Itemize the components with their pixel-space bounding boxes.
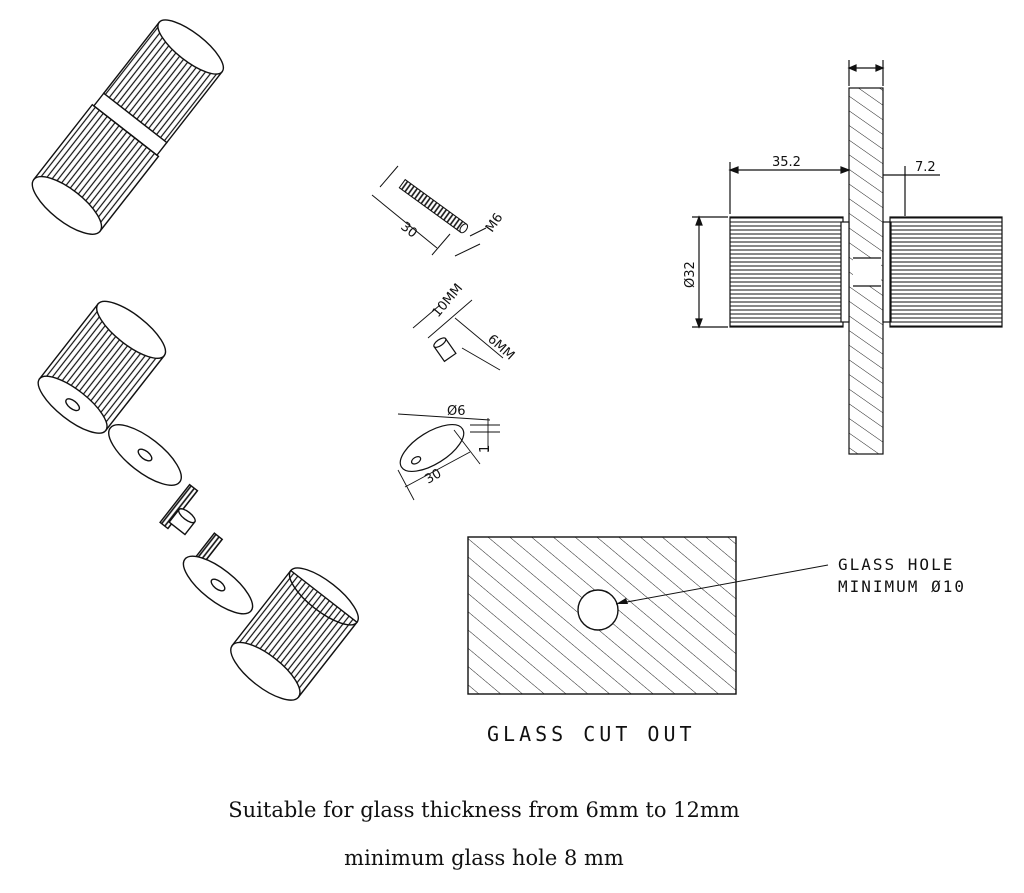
assembled-knob-isometric xyxy=(31,19,225,235)
washer-diameter-label: 30 xyxy=(423,466,445,487)
spacer-diameter-label: 6MM xyxy=(484,332,517,364)
screw-thread-label: M6 xyxy=(483,211,506,236)
glass-cutout-title: GLASS CUT OUT xyxy=(487,722,696,746)
glass-cutout-panel xyxy=(467,536,829,695)
washer-detail xyxy=(397,413,500,501)
glass-hole-minimum-label: MINIMUM Ø10 xyxy=(838,577,966,596)
knob-depth-label: 35.2 xyxy=(772,155,801,170)
side-section-view xyxy=(692,60,1003,455)
knob-diameter-label: Ø32 xyxy=(683,261,698,288)
caption-glass-thickness: Suitable for glass thickness from 6mm to… xyxy=(228,798,740,822)
caption-minimum-hole: minimum glass hole 8 mm xyxy=(344,846,624,870)
spacer-length-label: 10MM xyxy=(430,281,467,321)
exploded-knob-assembly xyxy=(37,300,359,701)
spacer-detail xyxy=(412,299,504,371)
washer-thickness-label: 1 xyxy=(478,445,493,453)
washer-hole-label: Ø6 xyxy=(447,404,466,419)
screw-detail xyxy=(371,165,487,257)
screw-length-label: 30 xyxy=(398,219,420,241)
washer-offset-label: 7.2 xyxy=(915,160,936,175)
glass-hole-label: GLASS HOLE xyxy=(838,555,954,574)
